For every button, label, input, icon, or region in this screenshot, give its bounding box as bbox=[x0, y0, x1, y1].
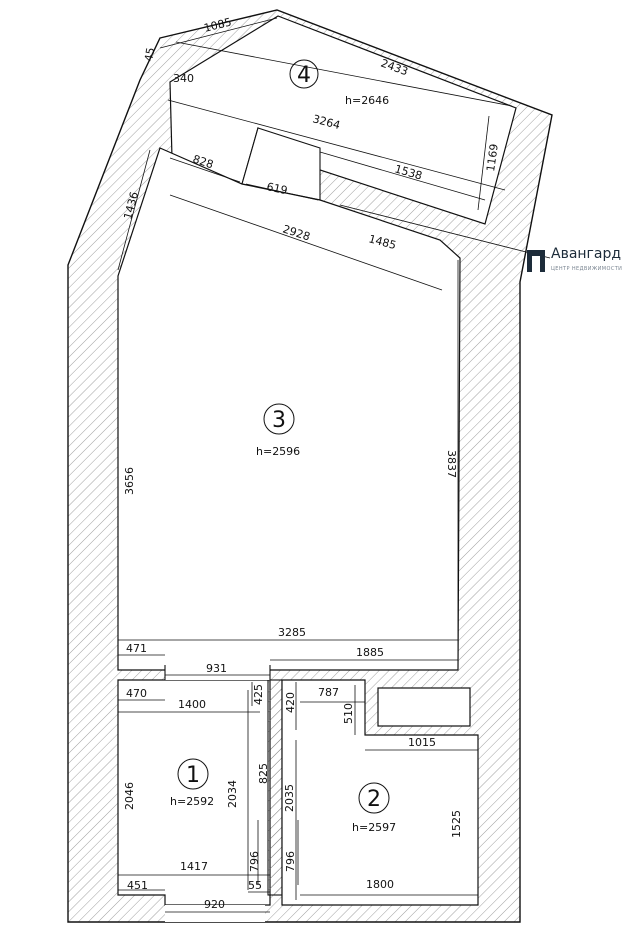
dim-825: 825 bbox=[257, 763, 270, 784]
dim-1885: 1885 bbox=[356, 646, 384, 659]
dim-828: 828 bbox=[191, 152, 215, 171]
dim-451: 451 bbox=[127, 879, 148, 892]
brand-name: Авангард bbox=[551, 246, 622, 262]
svg-text:h=2597: h=2597 bbox=[352, 821, 396, 834]
dim-3656: 3656 bbox=[123, 467, 136, 495]
dim-1015: 1015 bbox=[408, 736, 436, 749]
dim-55: 55 bbox=[248, 879, 262, 892]
dim-3285: 3285 bbox=[278, 626, 306, 639]
dim-2046: 2046 bbox=[123, 782, 136, 810]
dim-1800: 1800 bbox=[366, 878, 394, 891]
dim-920: 920 bbox=[204, 898, 225, 911]
brand-mark-icon bbox=[527, 250, 545, 272]
dim-1169: 1169 bbox=[484, 143, 501, 173]
svg-text:4: 4 bbox=[297, 63, 311, 88]
dim-1400: 1400 bbox=[178, 698, 206, 711]
svg-text:2: 2 bbox=[367, 787, 381, 812]
dim-470: 470 bbox=[126, 687, 147, 700]
room-2-area bbox=[281, 679, 479, 906]
room-2-label: 2 h=2597 bbox=[352, 782, 396, 834]
dim-796a: 796 bbox=[248, 851, 261, 872]
dim-45: 45 bbox=[142, 46, 157, 62]
dim-471: 471 bbox=[126, 642, 147, 655]
dim-787: 787 bbox=[318, 686, 339, 699]
dim-931: 931 bbox=[206, 662, 227, 675]
dim-619: 619 bbox=[265, 180, 288, 197]
brand-tagline: ЦЕНТР НЕДВИЖИМОСТИ bbox=[551, 266, 623, 272]
room-3-label: 3 h=2596 bbox=[256, 403, 300, 458]
dim-2034: 2034 bbox=[226, 780, 239, 808]
room-4-label: 4 h=2646 bbox=[289, 59, 389, 107]
dim-510: 510 bbox=[342, 703, 355, 724]
dim-796b: 796 bbox=[284, 851, 297, 872]
brand-logo: Авангард ЦЕНТР НЕДВИЖИМОСТИ bbox=[527, 244, 639, 280]
room-1-label: 1 h=2592 bbox=[170, 758, 214, 808]
technical-box bbox=[377, 687, 471, 727]
dim-425: 425 bbox=[252, 684, 265, 705]
svg-text:1: 1 bbox=[186, 763, 200, 788]
dim-2035: 2035 bbox=[283, 784, 296, 812]
svg-text:h=2592: h=2592 bbox=[170, 795, 214, 808]
dim-3837: 3837 bbox=[445, 450, 458, 478]
dim-1417: 1417 bbox=[180, 860, 208, 873]
svg-text:h=2646: h=2646 bbox=[345, 94, 389, 107]
dim-340: 340 bbox=[173, 72, 194, 85]
dimension-lines bbox=[117, 17, 551, 913]
svg-text:3: 3 bbox=[272, 408, 286, 433]
dim-1525: 1525 bbox=[450, 810, 463, 838]
svg-text:h=2596: h=2596 bbox=[256, 445, 300, 458]
dim-420: 420 bbox=[284, 692, 297, 713]
